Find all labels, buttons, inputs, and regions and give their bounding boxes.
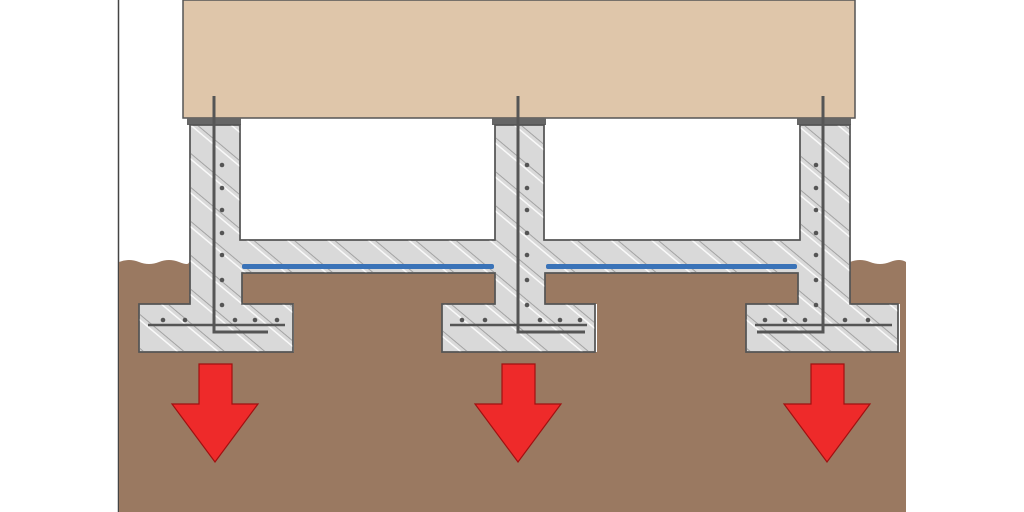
rebar-dot <box>182 317 188 323</box>
rebar-dot <box>459 317 465 323</box>
load-arrow-right <box>782 363 872 464</box>
load-arrow-left <box>170 363 260 464</box>
rebar-dot <box>813 302 819 308</box>
rebar-dot <box>219 302 225 308</box>
vapor-barrier-right <box>546 264 797 269</box>
rebar-dot <box>813 252 819 258</box>
rebar-dot <box>762 317 768 323</box>
load-arrows <box>170 363 872 464</box>
rebar-dot <box>577 317 583 323</box>
rebar-dot <box>524 185 530 191</box>
rebar-dot <box>524 230 530 236</box>
rebar-dot <box>524 162 530 168</box>
rebar-dot <box>524 207 530 213</box>
rebar-dot <box>537 317 543 323</box>
load-arrow-middle <box>473 363 563 464</box>
rebar-dot <box>813 162 819 168</box>
rebar-dot <box>782 317 788 323</box>
vapor-barrier-left <box>242 264 494 269</box>
rebar-dot <box>524 277 530 283</box>
rebar-dot <box>219 207 225 213</box>
rebar-dot <box>813 207 819 213</box>
rebar-dot <box>252 317 258 323</box>
rebar-dot <box>813 277 819 283</box>
rebar-dot <box>219 162 225 168</box>
rebar-dot <box>274 317 280 323</box>
rebar <box>148 96 892 334</box>
rebar-dot <box>219 252 225 258</box>
rebar-dot <box>557 317 563 323</box>
rebar-dot <box>232 317 238 323</box>
rebar-dot <box>865 317 871 323</box>
rebar-dots <box>160 162 871 323</box>
rebar-dot <box>219 185 225 191</box>
rebar-dot <box>842 317 848 323</box>
rebar-dot <box>524 302 530 308</box>
rebar-dot <box>813 230 819 236</box>
rebar-dot <box>813 185 819 191</box>
rebar-dot <box>524 252 530 258</box>
rebar-dot <box>802 317 808 323</box>
rebar-dot <box>482 317 488 323</box>
rebar-dot <box>219 230 225 236</box>
rebar-dot <box>219 277 225 283</box>
rebar-dot <box>160 317 166 323</box>
